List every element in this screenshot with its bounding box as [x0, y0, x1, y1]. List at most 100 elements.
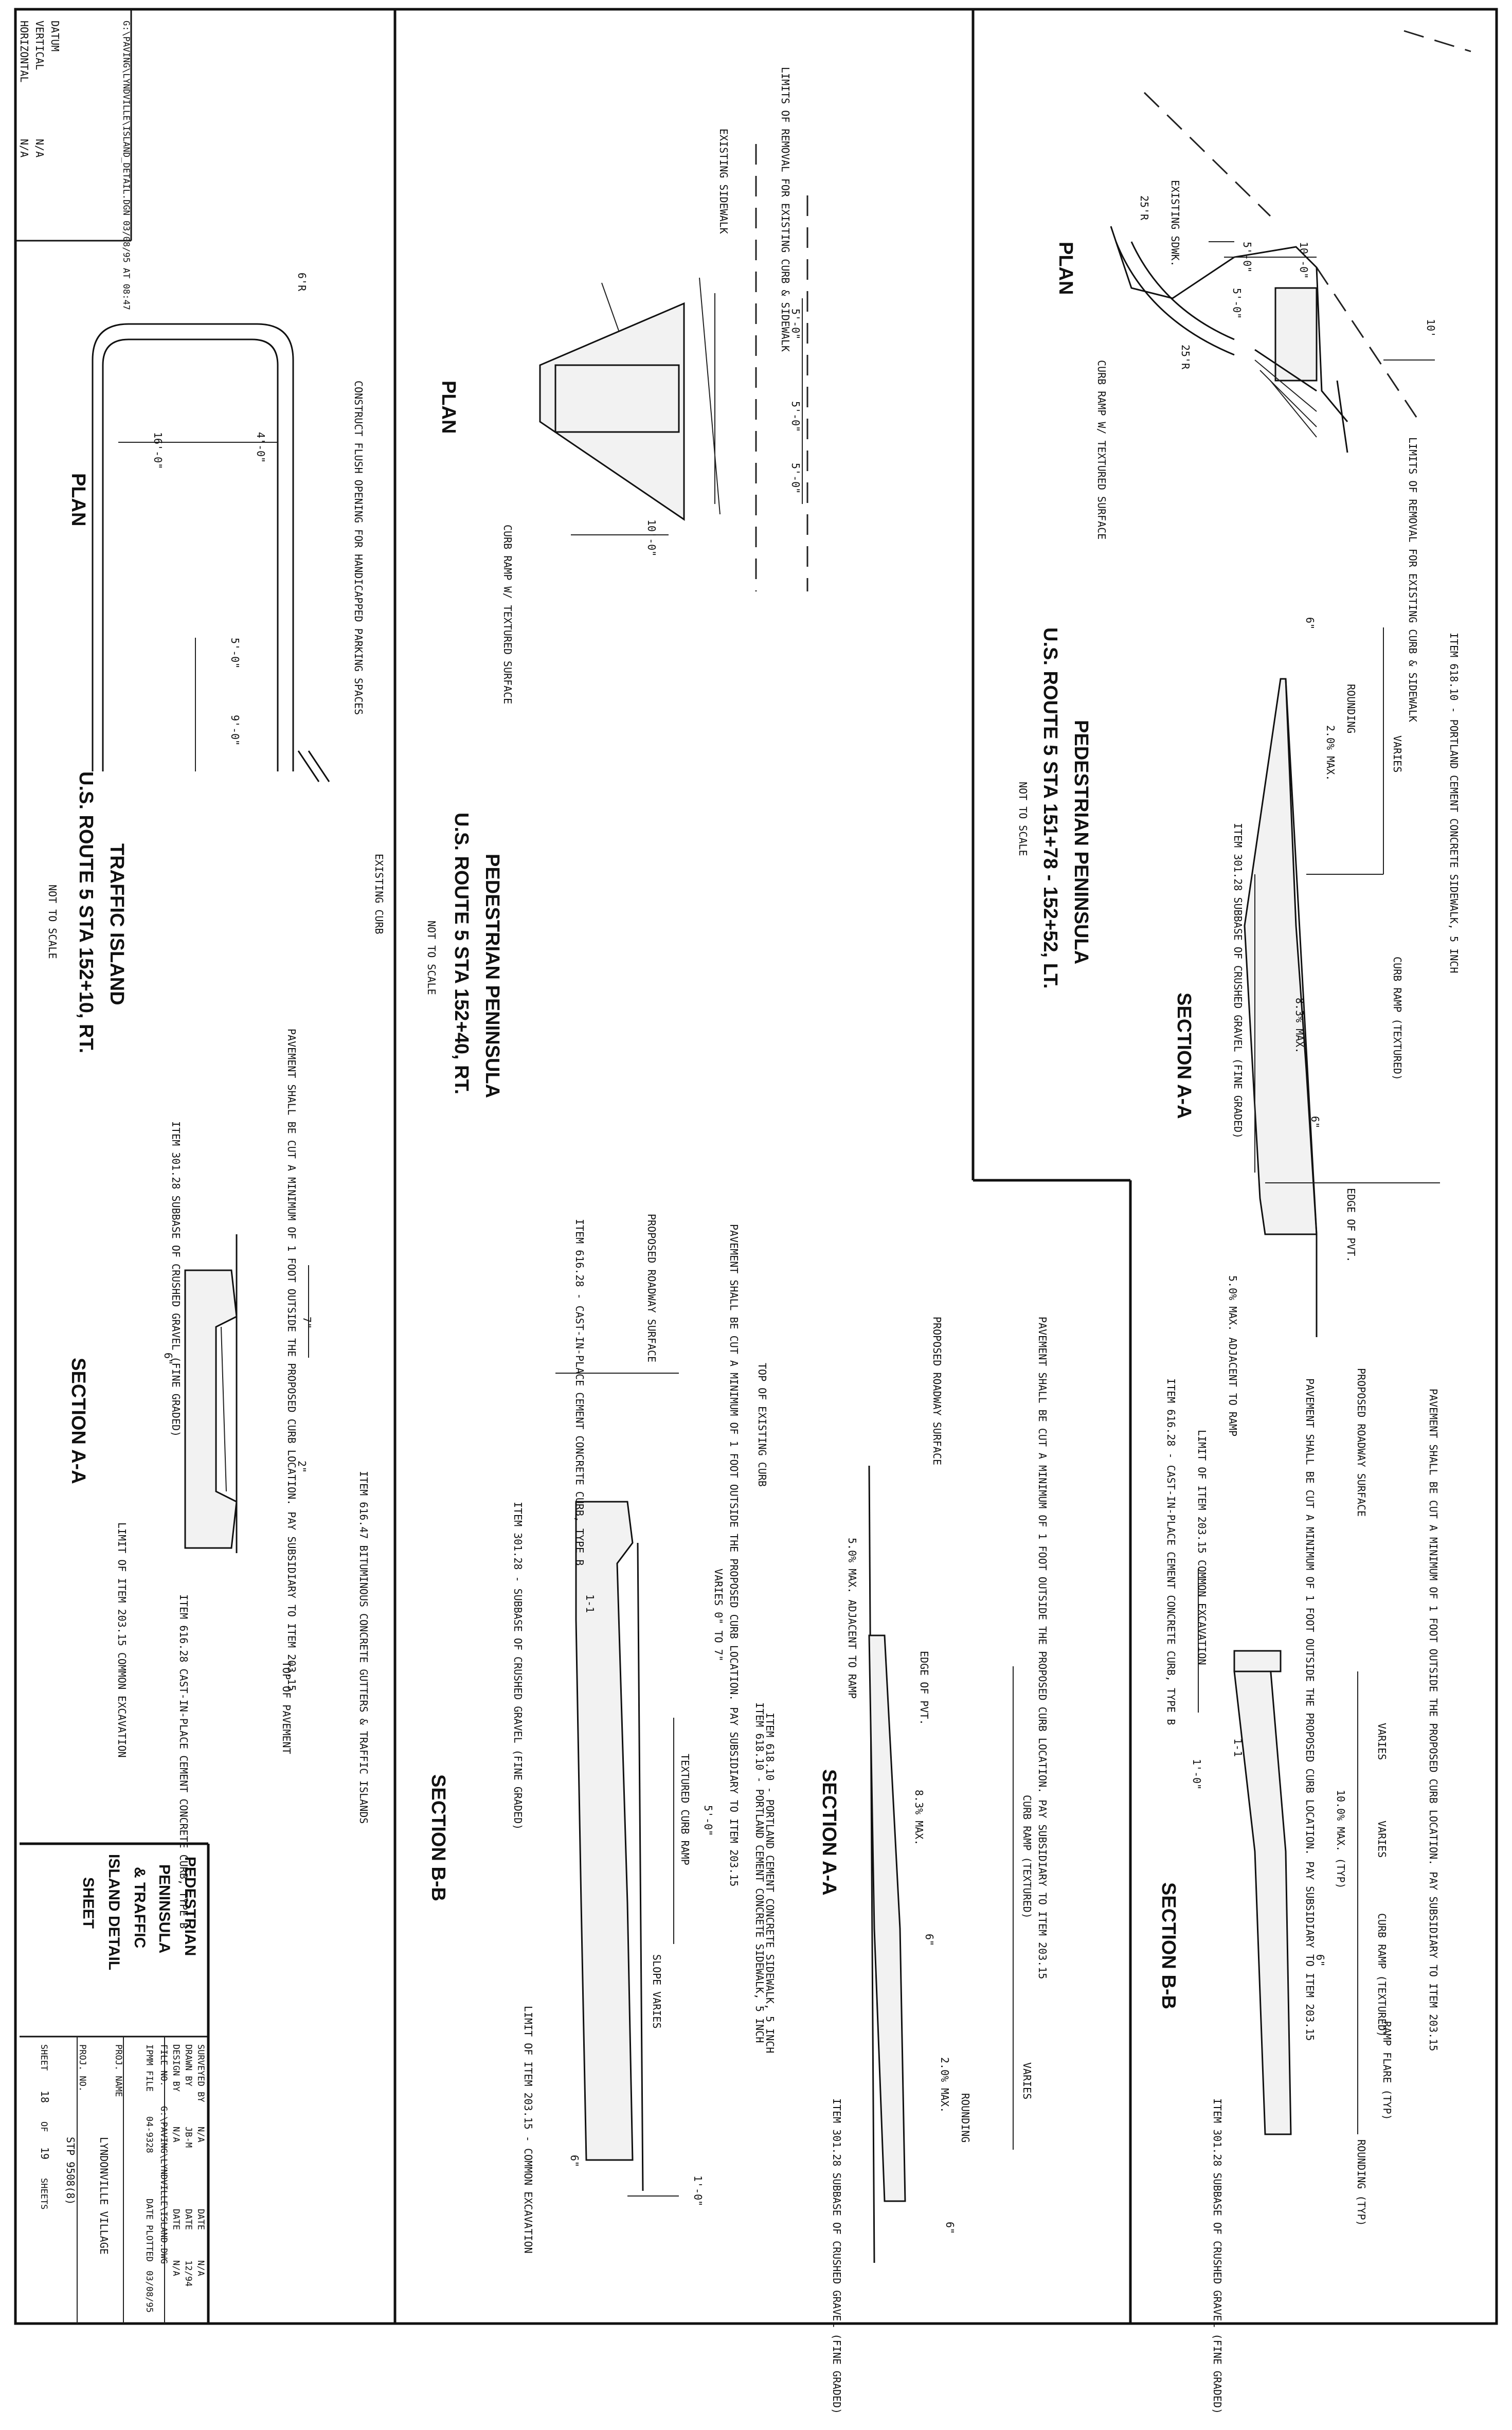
p2-top-curb: TOP OF EXISTING CURB [756, 1363, 768, 1487]
p2-dim-5d: 5'-0" [702, 1805, 714, 1836]
panel-1-section-aa-drawing [1244, 627, 1440, 1337]
p2-proposed-roadway-b: PROPOSED ROADWAY SURFACE [645, 1214, 658, 1362]
tb-of-label: OF [39, 2121, 49, 2132]
p2-slope-5: 5.0% MAX. ADJACENT TO RAMP [846, 1538, 858, 1699]
p3-top-pavement: TOP OF PAVEMENT [280, 1661, 293, 1754]
p1-slope-11: 1-1 [1232, 1738, 1244, 1757]
p1-rounding-typ: ROUNDING (TYP) [1355, 2139, 1367, 2226]
p1-r25: 25'R [1138, 195, 1150, 221]
p1-dim-6c: 6" [1314, 1954, 1326, 1967]
tb-design-value: N/A [171, 2127, 181, 2143]
tb-drawn-label: DRAWN BY [183, 2044, 193, 2086]
tb-surveyed-date-label: DATE [195, 2209, 206, 2230]
p1-item-30128b: ITEM 301.28 SUBBASE OF CRUSHED GRAVEL (F… [1211, 2098, 1223, 2414]
p1-varies-c: VARIES [1376, 1821, 1388, 1858]
datum-vertical-label: VERTICAL [33, 21, 46, 70]
p2-textured: TEXTURED CURB RAMP [679, 1754, 691, 1865]
p1-ramp-flare: RAMP FLARE (TYP) [1381, 2021, 1393, 2120]
tb-surveyed-date: N/A [195, 2260, 206, 2276]
p2-plan-title: PLAN [438, 381, 459, 434]
tb-file-label: FILE NO. [158, 2044, 169, 2086]
p1-proposed-roadway: PROPOSED ROADWAY SURFACE [1355, 1368, 1367, 1517]
tb-title-1: PEDESTRIAN [182, 1857, 199, 1956]
sheet-border [14, 8, 1498, 2325]
p2-proposed-roadway: PROPOSED ROADWAY SURFACE [931, 1317, 943, 1465]
p2-title-1: PEDESTRIAN PENINSULA [481, 854, 503, 1098]
p2-slope-2: 2.0% MAX. [939, 2057, 951, 2113]
p3-dim-16: 16'-0" [152, 432, 164, 469]
datum-horizontal-label: HORIZONTAL [18, 21, 30, 82]
p3-limit-20315: LIMIT OF ITEM 203.15 COMMON EXCAVATION [116, 1522, 128, 1758]
tb-design-label: DESIGN BY [171, 2044, 181, 2092]
tb-ipmm-value: 04-9328 [144, 2116, 154, 2153]
p2-dim-5c: 5'-0" [789, 463, 802, 494]
p1-item-61628: ITEM 616.28 - CAST-IN-PLACE CEMENT CONCR… [1165, 1378, 1177, 1725]
p2-rounding: ROUNDING [959, 2093, 971, 2143]
panel-1-section-bb-drawing [1198, 1569, 1358, 2135]
p2-title-2: U.S. ROUTE 5 STA 152+40, RT. [451, 813, 472, 1094]
p1-scale: NOT TO SCALE [1017, 782, 1029, 856]
p3-scale: NOT TO SCALE [46, 885, 59, 959]
tb-design-date-label: DATE [171, 2209, 181, 2230]
p2-scale: NOT TO SCALE [425, 921, 438, 995]
p1-edge-pvt: EDGE OF PVT. [1345, 1188, 1357, 1263]
p3-existing-curb: EXISTING CURB [373, 854, 385, 934]
p1-item-30128: ITEM 301.28 SUBBASE OF CRUSHED GRAVEL (F… [1232, 823, 1244, 1139]
p3-pavement-cut: PAVEMENT SHALL BE CUT A MINIMUM OF 1 FOO… [285, 1029, 298, 1691]
tb-plotted-value: 03/08/95 [144, 2271, 154, 2313]
p1-dim-5b: 5'-0" [1231, 288, 1243, 319]
p2-dim-5b: 5'-0" [789, 401, 802, 432]
tb-proj-name-label: PROJ. NAME [113, 2044, 123, 2097]
tb-title-3: & TRAFFIC [131, 1867, 148, 1948]
p2-section-aa: SECTION A-A [818, 1769, 840, 1896]
p2-curb-ramp-textured: CURB RAMP (TEXTURED) [1021, 1795, 1033, 1919]
p2-item-30128: ITEM 301.28 SUBBASE OF CRUSHED GRAVEL (F… [831, 2098, 843, 2414]
p3-dim-7: 7" [301, 1317, 313, 1329]
p2-dim-5a: 5'-0" [789, 309, 802, 339]
p2-dim-6: 6" [923, 1934, 935, 1946]
p1-dim-5: 5'-0" [1241, 242, 1253, 273]
tb-ipmm-label: IPMM FILE [144, 2044, 154, 2092]
p1-section-aa: SECTION A-A [1173, 993, 1195, 1119]
panel-2-section-aa-drawing [868, 1465, 1014, 2263]
p1-varies-b: VARIES [1376, 1723, 1388, 1760]
p2-varies: VARIES [1021, 2062, 1033, 2099]
p1-slope-2: 2.0% MAX. [1324, 725, 1337, 781]
p2-limit-20315: LIMIT OF ITEM 203.15 - COMMON EXCAVATION [522, 2006, 534, 2254]
p2-pavement-cut: PAVEMENT SHALL BE CUT A MINIMUM OF 1 FOO… [1036, 1317, 1049, 1979]
p2-dim-6c: 6" [568, 2155, 581, 2167]
p1-pavement-cut-b: PAVEMENT SHALL BE CUT A MINIMUM OF 1 FOO… [1304, 1378, 1316, 2041]
p1-rounding: ROUNDING [1345, 684, 1357, 733]
p1-existing-sidewalk: EXISTING SDWK. [1169, 180, 1181, 267]
panel-1-plan-drawing [1110, 30, 1471, 453]
p2-slope-83: 8.3% MAX. [913, 1790, 925, 1845]
p3-plan-title: PLAN [67, 473, 89, 526]
p1-curb-ramp: CURB RAMP W/ TEXTURED SURFACE [1095, 360, 1108, 539]
tb-drawn-date: 12/94 [183, 2260, 193, 2287]
p1-title-1: PEDESTRIAN PENINSULA [1070, 720, 1092, 964]
p3-dim-9: 9'-0" [229, 715, 241, 746]
p2-limits: LIMITS OF REMOVAL FOR EXISTING CURB & SI… [779, 67, 791, 352]
datum-block: G:\PAVING\LYNDVILLE\ISLAND_DETAIL.DGN 03… [18, 21, 131, 310]
p3-item-61628: ITEM 616.28 CAST-IN-PLACE CEMENT CONCRET… [177, 1594, 190, 1929]
tb-file-value: G:\PAVING\LYNDVILLE\ISLAND.DWG [158, 2106, 169, 2264]
p2-edge-pvt: EDGE OF PVT. [918, 1651, 930, 1725]
panel-3-plan-drawing [92, 323, 330, 782]
p2-dim-1: 1'-0" [692, 2175, 704, 2206]
tb-title-2: PENINSULA [156, 1864, 173, 1953]
p2-item-61628: ITEM 616.28 - CAST-IN-PLACE CEMENT CONCR… [573, 1219, 586, 1565]
p1-title-2: U.S. ROUTE 5 STA 151+78 - 152+52, LT. [1039, 627, 1061, 989]
tb-drawn-value: JB-M [183, 2127, 193, 2148]
p3-title-2: U.S. ROUTE 5 STA 152+10, RT. [75, 771, 97, 1053]
p3-dim-6: 6" [162, 1353, 174, 1365]
p1-slope-5: 5.0% MAX. ADJACENT TO RAMP [1227, 1275, 1239, 1436]
p2-curb-ramp: CURB RAMP W/ TEXTURED SURFACE [501, 525, 514, 704]
p1-limits: LIMITS OF REMOVAL FOR EXISTING CURB & SI… [1407, 437, 1419, 722]
tb-title-4: ISLAND DETAIL [105, 1854, 122, 1970]
p2-section-bb: SECTION B-B [427, 1774, 449, 1901]
p3-dim-5: 5'-0" [229, 638, 241, 669]
p1-item-61810: ITEM 618.10 - PORTLAND CEMENT CONCRETE S… [1448, 633, 1460, 973]
p1-limit-20315: LIMIT OF ITEM 203.15 COMMON EXCAVATION [1196, 1430, 1208, 1665]
p3-dim-4: 4'-0" [255, 432, 267, 463]
datum-horizontal-value: N/A [18, 139, 30, 157]
